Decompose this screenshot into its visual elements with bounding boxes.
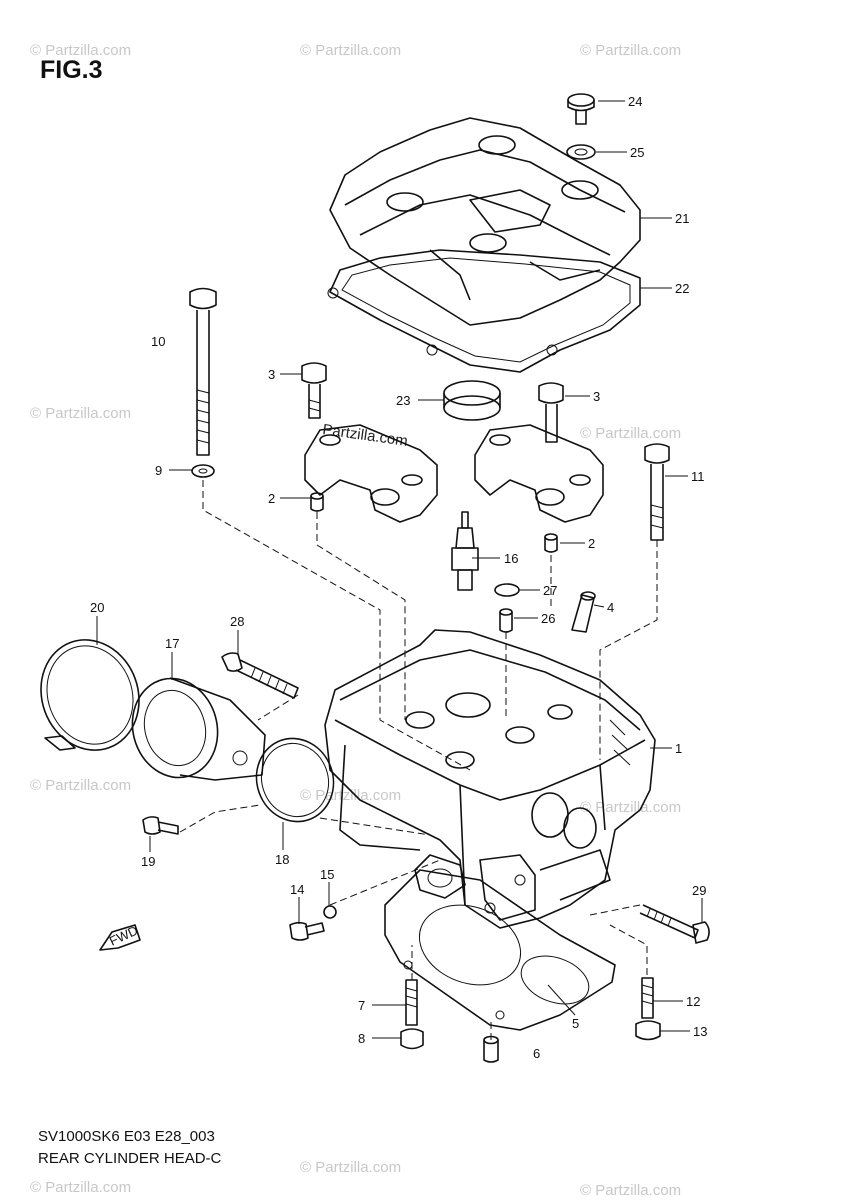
part-17-intake-pipe [131, 677, 266, 781]
part-29-bolt [639, 904, 710, 944]
callout-23: 23 [396, 393, 410, 408]
callout-5: 5 [572, 1016, 579, 1031]
part-2-dowel-right [544, 533, 558, 553]
part-16-spark-plug [451, 511, 479, 591]
camshaft-holder-left [304, 424, 438, 523]
part-22-cover-gasket [327, 249, 641, 373]
callout-3: 3 [593, 389, 600, 404]
callout-numbers: 24 25 21 22 10 3 3 23 9 11 2 2 16 27 26 … [90, 94, 707, 1061]
callout-19: 19 [141, 854, 155, 869]
figure-label: FIG.3 [40, 56, 103, 84]
callout-22: 22 [675, 281, 689, 296]
callout-2: 2 [588, 536, 595, 551]
callout-15: 15 [320, 867, 334, 882]
part-7-stud [405, 979, 418, 1026]
callout-8: 8 [358, 1031, 365, 1046]
part-4-plug [571, 591, 596, 633]
callout-25: 25 [630, 145, 644, 160]
watermark: © Partzilla.com [30, 42, 131, 59]
callout-9: 9 [155, 463, 162, 478]
part-8-nut [400, 1028, 424, 1050]
watermark: © Partzilla.com [580, 1182, 681, 1199]
callout-17: 17 [165, 636, 179, 651]
part-3-bolt-right [538, 382, 564, 443]
watermark: © Partzilla.com [30, 777, 131, 794]
fwd-label: FWD [107, 923, 140, 949]
part-26-pin [499, 608, 513, 633]
watermark: © Partzilla.com [300, 42, 401, 59]
part-13-nut [635, 1020, 661, 1041]
leader-lines [96, 100, 703, 1039]
callout-20: 20 [90, 600, 104, 615]
part-1-cylinder-head [324, 629, 656, 929]
watermark: © Partzilla.com [580, 799, 681, 816]
callout-14: 14 [290, 882, 304, 897]
camshaft-holder-right [474, 424, 604, 523]
diagram-title: REAR CYLINDER HEAD-C [38, 1150, 222, 1167]
part-18-o-ring [255, 737, 335, 823]
callout-13: 13 [693, 1024, 707, 1039]
watermark: © Partzilla.com [300, 1159, 401, 1176]
callout-6: 6 [533, 1046, 540, 1061]
fwd-arrow: FWD [99, 923, 141, 951]
part-21-head-cover [329, 117, 641, 326]
part-27-washer [494, 583, 520, 597]
callout-24: 24 [628, 94, 642, 109]
watermark: © Partzilla.com [30, 405, 131, 422]
watermark: © Partzilla.com [300, 787, 401, 804]
part-25-washer [566, 144, 596, 160]
callout-10: 10 [151, 334, 165, 349]
part-15-o-ring [323, 905, 337, 919]
callout-7: 7 [358, 998, 365, 1013]
part-19-bolt [142, 816, 179, 835]
watermark: © Partzilla.com [580, 42, 681, 59]
callout-16: 16 [504, 551, 518, 566]
watermark: © Partzilla.com [580, 425, 681, 442]
part-28-bolt [221, 652, 299, 699]
callout-11: 11 [691, 469, 705, 484]
callout-18: 18 [275, 852, 289, 867]
callout-1: 1 [675, 741, 682, 756]
callout-21: 21 [675, 211, 689, 226]
assembly-dashed-lines [179, 480, 658, 1040]
part-14-bolt [289, 921, 325, 941]
callout-12: 12 [686, 994, 700, 1009]
part-12-stud [641, 977, 654, 1019]
part-10-stud-bolt [189, 287, 217, 456]
part-20-clamp [40, 639, 140, 751]
watermark: © Partzilla.com [30, 1179, 131, 1196]
part-2-dowel-left [310, 492, 324, 512]
part-23-seal-ring [443, 380, 501, 421]
part-24-bolt [567, 93, 595, 125]
callout-3: 3 [268, 367, 275, 382]
diagram-code: SV1000SK6 E03 E28_003 [38, 1128, 215, 1145]
part-5-head-gasket [384, 869, 616, 1031]
part-9-washer [191, 464, 215, 478]
callout-27: 27 [543, 583, 557, 598]
callout-2: 2 [268, 491, 275, 506]
part-11-stud-bolt [644, 443, 670, 541]
callout-4: 4 [607, 600, 614, 615]
watermarks: © Partzilla.com © Partzilla.com © Partzi… [30, 42, 681, 1199]
callout-26: 26 [541, 611, 555, 626]
callout-28: 28 [230, 614, 244, 629]
callout-29: 29 [692, 883, 706, 898]
part-3-bolt-left [301, 362, 327, 419]
part-6-dowel [483, 1035, 499, 1063]
